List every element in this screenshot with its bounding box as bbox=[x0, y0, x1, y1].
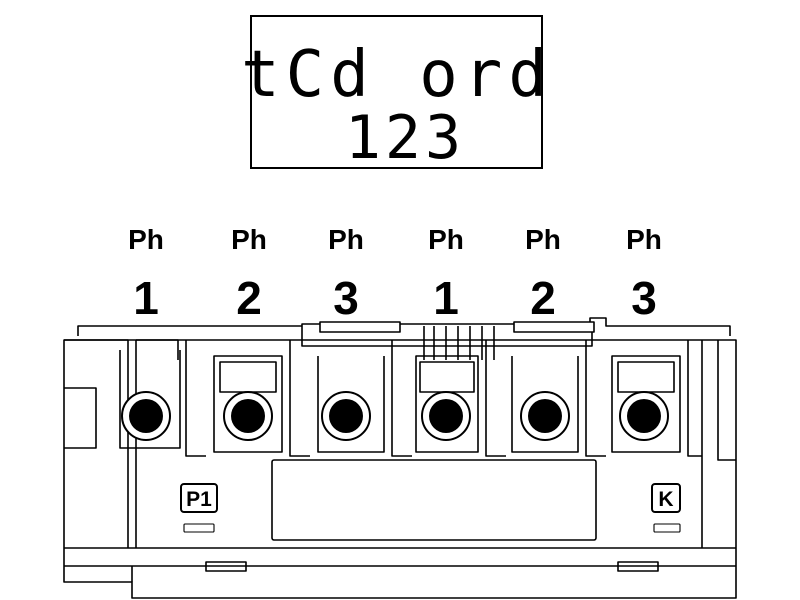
phase-number: 1 bbox=[433, 272, 459, 324]
phase-number: 2 bbox=[236, 272, 262, 324]
terminal-holes bbox=[121, 391, 669, 441]
k-marking: K bbox=[651, 483, 681, 533]
bottom-slot-right bbox=[617, 561, 659, 572]
phase-number: 3 bbox=[333, 272, 359, 324]
phase-label: Ph bbox=[626, 224, 662, 255]
meter-body: P1 K bbox=[63, 317, 737, 599]
nameplate-window bbox=[271, 459, 597, 541]
phase-label: Ph bbox=[525, 224, 561, 255]
phase-labels: Ph 1 Ph 2 Ph 3 Ph 1 Ph 2 Ph 3 bbox=[128, 224, 662, 324]
lcd-line-2: 123 bbox=[345, 103, 465, 173]
phase-label: Ph bbox=[231, 224, 267, 255]
p1-marking: P1 bbox=[180, 483, 218, 533]
bottom-slot-left bbox=[205, 561, 247, 572]
phase-number: 1 bbox=[133, 272, 159, 324]
phase-number: 3 bbox=[631, 272, 657, 324]
center-ribs bbox=[423, 326, 495, 360]
phase-label: Ph bbox=[328, 224, 364, 255]
phase-number: 2 bbox=[530, 272, 556, 324]
p1-label: P1 bbox=[186, 488, 212, 511]
k-label: K bbox=[658, 488, 673, 511]
lcd-line-1: tCd ord bbox=[241, 38, 553, 112]
terminal-housings bbox=[119, 340, 702, 457]
lcd-display: tCd ord 123 bbox=[241, 15, 553, 173]
phase-label: Ph bbox=[128, 224, 164, 255]
phase-label: Ph bbox=[428, 224, 464, 255]
